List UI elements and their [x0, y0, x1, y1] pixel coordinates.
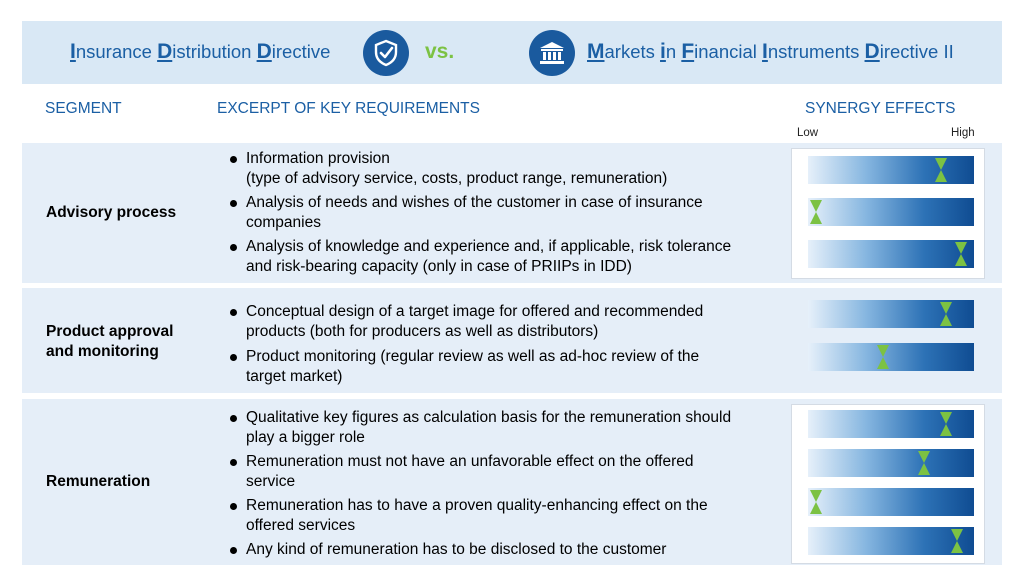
synergy-bar [808, 300, 974, 328]
header-banner: Insurance Distribution Directive vs. Mar… [22, 21, 1002, 84]
list-item: Remuneration must not have an unfavorabl… [229, 452, 789, 492]
hourglass-marker-icon [876, 345, 889, 369]
synergy-bar [808, 527, 974, 555]
hourglass-marker-icon [918, 451, 931, 475]
requirements-list-product: Conceptual design of a target image for … [229, 302, 789, 387]
shield-check-icon [363, 30, 409, 76]
requirements-list-advisory: Information provision (type of advisory … [229, 149, 789, 277]
list-item: Analysis of knowledge and experience and… [229, 237, 789, 277]
scale-low-label: Low [797, 127, 819, 139]
requirements-header: EXCERPT OF KEY REQUIREMENTS [217, 100, 480, 117]
synergy-bar [808, 343, 974, 371]
list-item: Any kind of remuneration has to be discl… [229, 540, 789, 560]
hourglass-marker-icon [934, 158, 947, 182]
list-item: Product monitoring (regular review as we… [229, 347, 789, 387]
segment-header: SEGMENT [45, 100, 122, 117]
mifid-title: Markets in Financial Instruments Directi… [587, 40, 954, 63]
synergy-bar [808, 240, 974, 268]
list-item: Information provision (type of advisory … [229, 149, 789, 189]
list-item: Qualitative key figures as calculation b… [229, 408, 789, 448]
list-item: Conceptual design of a target image for … [229, 302, 789, 342]
idd-title: Insurance Distribution Directive [70, 40, 331, 63]
hourglass-marker-icon [810, 490, 823, 514]
hourglass-marker-icon [939, 412, 952, 436]
hourglass-marker-icon [810, 200, 823, 224]
synergy-bar [808, 488, 974, 516]
requirements-list-remuneration: Qualitative key figures as calculation b… [229, 408, 789, 560]
synergy-bar [808, 410, 974, 438]
hourglass-marker-icon [951, 529, 964, 553]
hourglass-marker-icon [954, 242, 967, 266]
synergy-header: SYNERGY EFFECTS [805, 100, 956, 117]
list-item: Analysis of needs and wishes of the cust… [229, 193, 789, 233]
segment-label-advisory: Advisory process [46, 204, 177, 221]
versus-label: vs. [425, 40, 455, 63]
synergy-bar [808, 198, 974, 226]
synergy-bar [808, 449, 974, 477]
bank-building-icon [529, 30, 575, 76]
segment-label-product: Product approval and monitoring [46, 323, 174, 360]
synergy-bar [808, 156, 974, 184]
scale-high-label: High [951, 127, 975, 139]
list-item: Remuneration has to have a proven qualit… [229, 496, 789, 536]
hourglass-marker-icon [939, 302, 952, 326]
segment-label-remuneration: Remuneration [46, 473, 151, 490]
